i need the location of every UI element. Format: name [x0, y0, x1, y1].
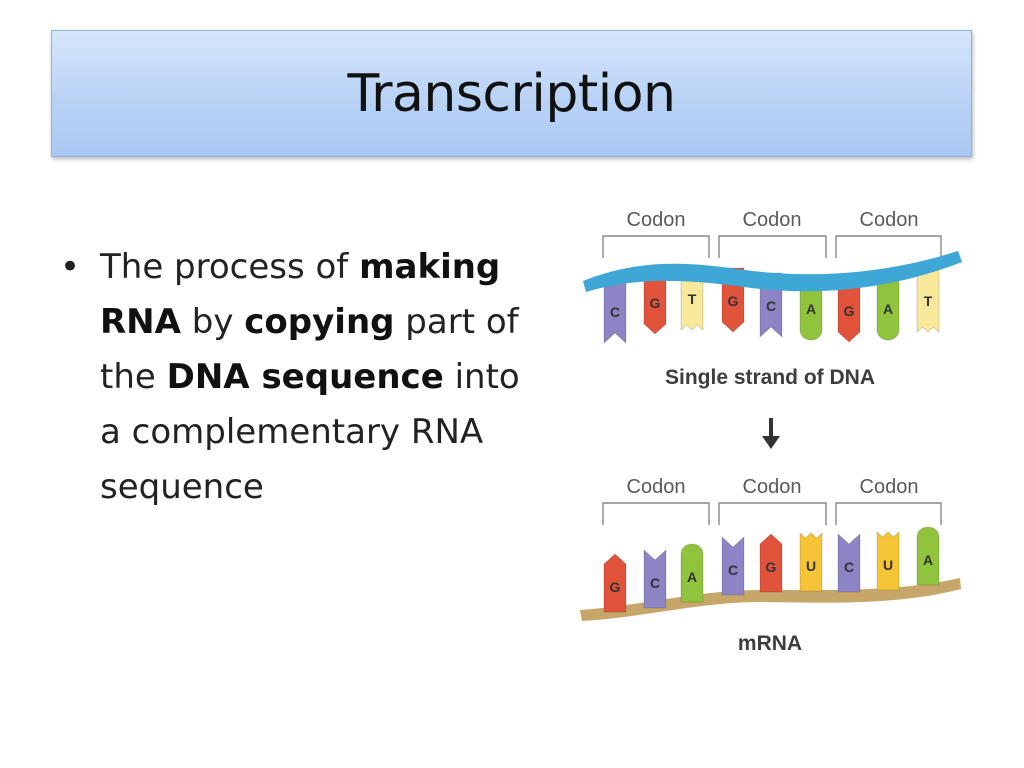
dna-base-letter-7: G	[844, 303, 855, 319]
mrna-base-letter-3: A	[687, 569, 697, 585]
mrna-base-letter-2: C	[650, 575, 660, 591]
mrna-base-letter-1: G	[610, 579, 621, 595]
mrna-nucleotide-4	[721, 535, 745, 596]
mrna-base-letter-8: U	[883, 557, 893, 573]
mrna-nucleotide-5	[759, 533, 783, 593]
dna-codon-brackets	[602, 235, 942, 258]
dna-nucleotide-8	[876, 275, 900, 341]
mrna-nucleotide-1	[603, 553, 627, 613]
dna-nucleotide-9	[916, 267, 940, 334]
mrna-base-letter-9: A	[923, 552, 933, 568]
bullet-marker: •	[60, 247, 81, 287]
mrna-nucleotide-9	[916, 526, 940, 586]
bullet-text: The process of making RNA by copying par…	[100, 240, 540, 515]
dna-codon-label-1: Codon	[627, 209, 686, 231]
bullet-part: by	[180, 302, 245, 342]
mrna-codon-label-3: Codon	[860, 476, 919, 498]
dna-base-letter-3: T	[688, 291, 697, 307]
down-arrow-icon	[762, 418, 780, 449]
dna-nucleotide-6	[799, 275, 823, 341]
mrna-base-letter-5: G	[766, 559, 777, 575]
bullet-part: The process of	[100, 247, 360, 287]
mrna-nucleotide-8	[876, 530, 900, 591]
dna-caption: Single strand of DNA	[665, 366, 875, 389]
dna-base-letter-6: A	[806, 301, 816, 317]
dna-base-letter-4: G	[728, 293, 739, 309]
dna-base-letter-5: C	[766, 298, 776, 314]
dna-codon-label-2: Codon	[743, 209, 802, 231]
bullet-part: into a complementary RNA sequence	[100, 357, 520, 507]
dna-backbone	[583, 251, 962, 292]
dna-base-letter-8: A	[883, 301, 893, 317]
dna-base-letter-2: G	[650, 295, 661, 311]
mrna-base-letter-7: C	[844, 559, 854, 575]
bullet-part-bold: DNA sequence	[166, 357, 444, 397]
dna-base-letter-1: C	[610, 304, 620, 320]
mrna-base-letter-6: U	[806, 558, 816, 574]
bullet-part-bold: copying	[244, 302, 395, 342]
mrna-nucleotide-7	[837, 532, 861, 593]
mrna-codon-brackets	[602, 502, 942, 525]
mrna-caption: mRNA	[738, 632, 802, 655]
mrna-codon-label-2: Codon	[743, 476, 802, 498]
mrna-nucleotide-2	[643, 548, 667, 609]
dna-base-letter-9: T	[924, 293, 933, 309]
bullet-list: • The process of making RNA by copying p…	[60, 240, 540, 515]
title-banner: Transcription	[51, 30, 972, 157]
dna-codon-label-3: Codon	[860, 209, 919, 231]
mrna-nucleotide-6	[799, 531, 823, 592]
mrna-backbone	[580, 578, 961, 621]
mrna-base-letter-4: C	[728, 562, 738, 578]
mrna-bases: G C A C G U C U A	[603, 526, 940, 613]
mrna-codon-label-1: Codon	[627, 476, 686, 498]
slide-title: Transcription	[347, 63, 676, 124]
bullet-part: part of the	[100, 302, 519, 397]
mrna-nucleotide-3	[680, 543, 704, 603]
bullet-part-bold: making RNA	[100, 247, 501, 342]
